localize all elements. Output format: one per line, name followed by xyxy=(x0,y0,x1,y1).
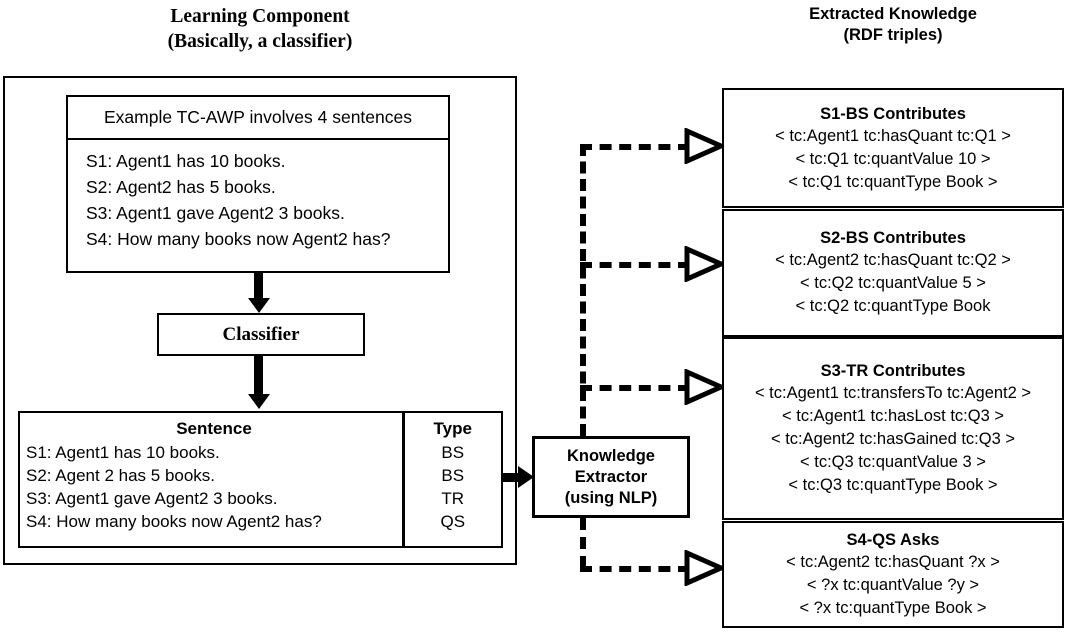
example-sentence-4: S4: How many books now Agent2 has? xyxy=(86,229,391,249)
rdf-triple: < tc:Q2 tc:quantValue 5 > xyxy=(800,274,986,292)
extractor-line-2: Extractor xyxy=(574,467,648,486)
table-row: QS xyxy=(440,512,466,531)
example-problem-header: Example TC-AWP involves 4 sentences xyxy=(68,97,448,140)
classifier-box: Classifier xyxy=(157,313,365,356)
rdf-triple: < tc:Q3 tc:quantType Book > xyxy=(788,476,998,494)
arrow-table-to-extractor-shaft xyxy=(503,472,522,482)
knowledge-panel-s3: S3-TR Contributes < tc:Agent1 tc:transfe… xyxy=(722,337,1064,520)
example-sentence-3: S3: Agent1 gave Agent2 3 books. xyxy=(86,203,345,223)
example-problem-box: Example TC-AWP involves 4 sentences S1: … xyxy=(66,95,450,273)
table-row: S1: Agent1 has 10 books. xyxy=(26,443,220,462)
rdf-triple: < ?x tc:quantType Book > xyxy=(799,598,987,617)
arrow-classifier-to-table-head xyxy=(247,394,270,409)
rdf-triple: < tc:Agent1 tc:hasLost tc:Q3 > xyxy=(782,407,1004,425)
arrow-classifier-to-table-shaft xyxy=(254,356,263,396)
rdf-triple: < tc:Agent2 tc:hasGained tc:Q3 > xyxy=(771,430,1015,448)
dashed-branch-1 xyxy=(580,144,690,150)
hollow-arrow-1-svg xyxy=(684,127,728,165)
rdf-triple: < tc:Q2 tc:quantType Book xyxy=(795,297,991,315)
hollow-arrow-1 xyxy=(684,127,728,165)
table-column-divider xyxy=(402,413,405,546)
rdf-triple: < tc:Agent2 tc:hasQuant tc:Q2 > xyxy=(775,251,1011,269)
dashed-trunk-lower xyxy=(580,518,586,568)
table-header-sentence: Sentence xyxy=(176,419,252,438)
table-header-type: Type xyxy=(433,419,472,438)
table-row: S2: Agent 2 has 5 books. xyxy=(26,466,216,485)
example-sentence-2: S2: Agent2 has 5 books. xyxy=(86,177,276,197)
table-type-column: Type BS BS TR QS xyxy=(405,413,502,546)
panel-title: S4-QS Asks xyxy=(846,530,940,549)
knowledge-panel-s1: S1-BS Contributes < tc:Agent1 tc:hasQuan… xyxy=(722,88,1064,208)
rdf-triple: < tc:Q3 tc:quantValue 3 > xyxy=(800,453,986,471)
hollow-arrow-4 xyxy=(684,549,728,587)
arrow-example-to-classifier-shaft xyxy=(254,273,263,300)
extractor-line-3: (using NLP) xyxy=(564,488,658,507)
arrow-table-to-extractor-head xyxy=(518,466,534,488)
dashed-branch-3 xyxy=(580,385,690,391)
dashed-branch-4 xyxy=(580,566,690,572)
hollow-arrow-4-svg xyxy=(684,549,728,587)
hollow-arrow-3 xyxy=(684,368,728,406)
arrow-example-to-classifier-head xyxy=(247,298,270,313)
rdf-triple: < tc:Q1 tc:quantType Book > xyxy=(788,172,998,191)
dashed-branch-2 xyxy=(580,262,690,268)
rdf-triple: < ?x tc:quantValue ?y > xyxy=(806,575,980,594)
right-section-title: Extracted Knowledge (RDF triples) xyxy=(809,5,977,44)
table-row: BS xyxy=(441,443,465,462)
knowledge-extractor-box: Knowledge Extractor (using NLP) xyxy=(532,436,690,518)
panel-title: S2-BS Contributes xyxy=(820,229,966,247)
rdf-triple: < tc:Q1 tc:quantValue 10 > xyxy=(795,149,991,168)
sentence-type-table: Sentence S1: Agent1 has 10 books. S2: Ag… xyxy=(18,411,503,548)
rdf-triple: < tc:Agent1 tc:transfersTo tc:Agent2 > xyxy=(754,384,1032,402)
knowledge-panel-s4: S4-QS Asks < tc:Agent2 tc:hasQuant ?x > … xyxy=(722,520,1064,628)
hollow-arrow-2 xyxy=(684,245,728,283)
hollow-arrow-3-svg xyxy=(684,368,728,406)
extractor-line-1: Knowledge xyxy=(566,446,655,465)
hollow-arrow-2-svg xyxy=(684,245,728,283)
panel-title: S3-TR Contributes xyxy=(820,362,966,380)
learning-component-container xyxy=(3,76,517,565)
table-sentence-column: Sentence S1: Agent1 has 10 books. S2: Ag… xyxy=(20,413,402,546)
rdf-triple: < tc:Agent2 tc:hasQuant ?x > xyxy=(786,552,1000,571)
panel-title: S1-BS Contributes xyxy=(820,104,966,123)
table-row: BS xyxy=(441,466,465,485)
table-row: TR xyxy=(441,489,465,508)
dashed-trunk-upper xyxy=(580,144,586,436)
knowledge-panel-s2: S2-BS Contributes < tc:Agent2 tc:hasQuan… xyxy=(722,208,1064,337)
left-section-title: Learning Component (Basically, a classif… xyxy=(167,6,353,52)
example-sentence-1: S1: Agent1 has 10 books. xyxy=(86,151,286,171)
rdf-triple: < tc:Agent1 tc:hasQuant tc:Q1 > xyxy=(775,126,1011,145)
example-sentence-list: S1: Agent1 has 10 books. S2: Agent2 has … xyxy=(68,140,448,273)
table-row: S4: How many books now Agent2 has? xyxy=(26,512,322,531)
table-row: S3: Agent1 gave Agent2 3 books. xyxy=(26,489,278,508)
